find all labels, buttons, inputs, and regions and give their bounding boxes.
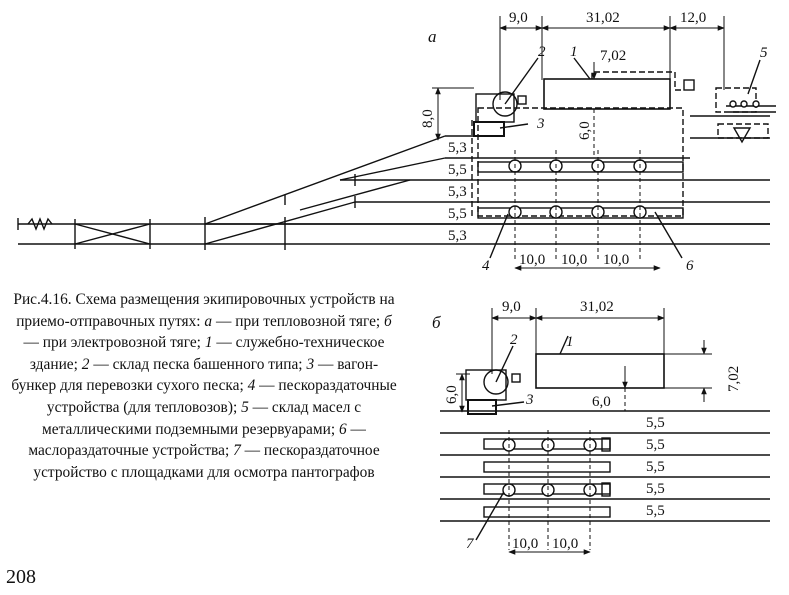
callout-a-5: 5 (760, 45, 768, 61)
caption-item-key-2: 1 (204, 334, 213, 352)
dim-b-bottom-0: 10,0 (512, 536, 538, 552)
dim-a-top-1: 31,02 (586, 10, 620, 26)
dim-b-top-0: 9,0 (502, 299, 521, 315)
dim-b-track-0: 5,5 (646, 415, 665, 431)
page-number: 208 (6, 566, 36, 588)
dim-b-track-2: 5,5 (646, 459, 665, 475)
dim-a-track-2: 5,3 (448, 184, 467, 200)
caption-item-text-5: пескораздаточные устройства (для теплово… (46, 377, 397, 416)
callout-a-1: 1 (570, 44, 578, 60)
callout-b-2: 2 (510, 332, 518, 348)
dim-a-bottom-0: 10,0 (519, 252, 545, 268)
dim-b-vertical-0: 6,0 (444, 385, 460, 404)
dim-b-track-4: 5,5 (646, 503, 665, 519)
caption-item-text-6: склад масел с металлическими подземными … (42, 398, 362, 438)
panel-a-diagram (17, 57, 776, 259)
panel-a-dimensions (432, 16, 725, 271)
caption-item-key-3: 2 (81, 355, 90, 373)
dim-a-track-0: 5,3 (448, 140, 467, 156)
caption-item-key-0: а (204, 312, 213, 330)
panel-b-label: б (432, 313, 441, 332)
caption-item-text-2: служебно-техническое здание; (29, 334, 385, 373)
caption-item-text-0: при тепловозной тяге; (235, 312, 381, 330)
dim-a-bottom-1: 10,0 (561, 252, 587, 268)
callout-b-1: 1 (566, 334, 574, 350)
caption-item-text-7: маслораздаточные устройства; (28, 442, 230, 460)
dim-b-vertical-1: 6,0 (592, 394, 611, 410)
callout-a-2: 2 (538, 44, 546, 60)
dim-b-track-3: 5,5 (646, 481, 665, 497)
dim-a-track-1: 5,5 (448, 162, 467, 178)
caption-item-text-8: пескораздаточное устройство с площадками… (33, 442, 380, 481)
caption-item-text-4: вагон-бункер для перевозки сухого песка; (11, 355, 379, 395)
caption-title: Схема размещения экипировочных устройств… (16, 291, 395, 330)
dim-b-top-1: 31,02 (580, 299, 614, 315)
dim-a-top-0: 9,0 (509, 10, 528, 26)
caption-item-key-8: 7 (233, 442, 241, 460)
callout-a-3: 3 (536, 116, 545, 132)
panel-b-sand-dispensers (502, 438, 597, 497)
caption-item-key-5: 4 (247, 377, 256, 395)
callout-b-3: 3 (525, 392, 534, 408)
caption-number: Рис.4.16. (13, 291, 72, 308)
panel-b-labels: б 9,0 31,02 7,02 6,0 6,0 5,5 5,5 5,5 5,5… (432, 299, 742, 552)
panel-b-dimensions (456, 308, 712, 555)
dim-b-track-1: 5,5 (646, 437, 665, 453)
caption-item-text-1: при электровозной тяге; (42, 334, 201, 352)
caption-item-key-4: 3 (306, 355, 315, 373)
caption-item-key-7: 6 (339, 420, 347, 438)
dim-a-track-4: 5,3 (448, 228, 467, 244)
dim-b-bottom-1: 10,0 (552, 536, 578, 552)
caption-item-key-6: 5 (241, 398, 249, 416)
dim-b-building-width: 7,02 (726, 366, 742, 392)
dim-a-bottom-2: 10,0 (603, 252, 629, 268)
callout-a-4: 4 (482, 258, 490, 274)
panel-b-diagram (440, 335, 770, 541)
callout-b-7: 7 (466, 536, 475, 552)
callout-a-6: 6 (686, 258, 694, 274)
dim-a-track-3: 5,5 (448, 206, 467, 222)
figure-caption: Рис.4.16. Схема размещения экипировочных… (11, 291, 397, 481)
caption-item-text-3: склад песка башенного типа; (112, 355, 303, 373)
dim-a-building-width: 7,02 (600, 48, 626, 64)
panel-a-labels: а 9,0 31,02 12,0 7,02 8,0 6,0 5,3 5,5 5,… (420, 10, 768, 274)
dim-a-vertical-0: 8,0 (420, 109, 436, 128)
dim-a-vertical-1: 6,0 (577, 121, 593, 140)
panel-a-label: а (428, 27, 437, 46)
caption-item-key-1: б (384, 312, 392, 330)
panel-a-sand-dispensers (508, 100, 760, 219)
dim-a-top-2: 12,0 (680, 10, 706, 26)
